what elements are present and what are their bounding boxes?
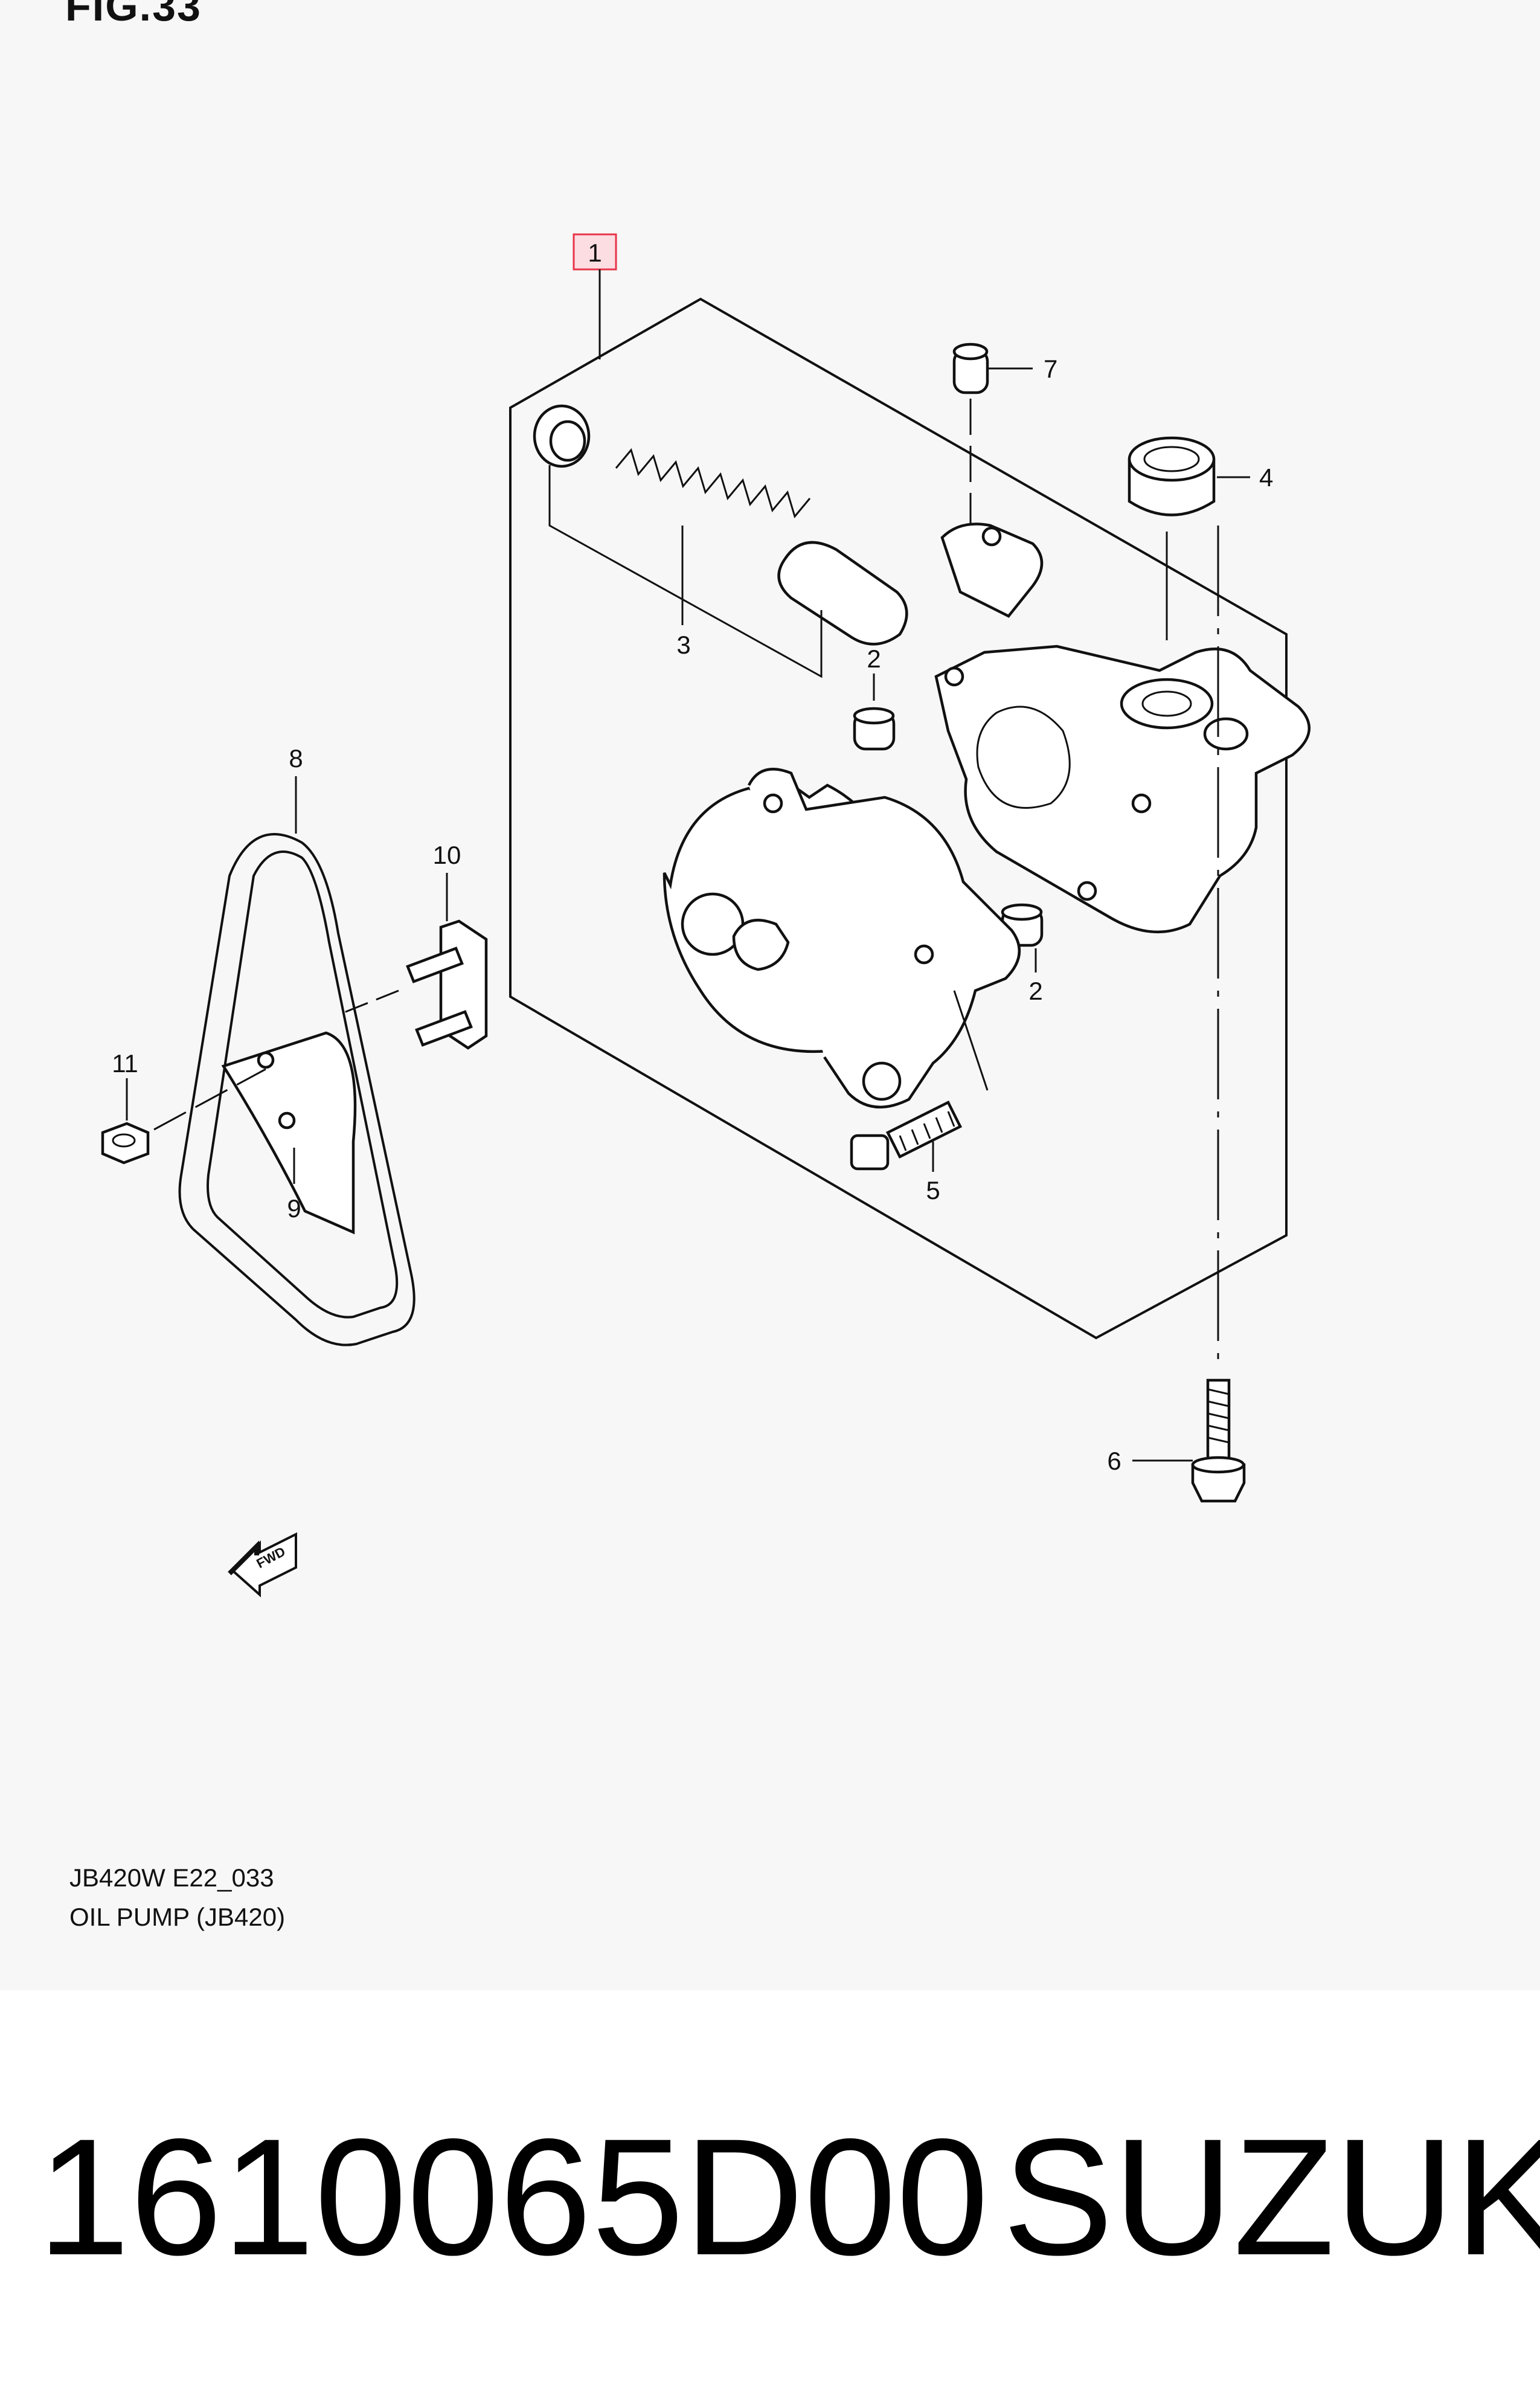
callout-6: 6: [1107, 1447, 1121, 1475]
relief-spring: [615, 448, 811, 519]
product-banner: [0, 1990, 1540, 2392]
callout-7: 7: [1044, 355, 1057, 383]
callout-1[interactable]: 1: [573, 233, 617, 271]
brand-name: SUZUKI: [1003, 2104, 1540, 2290]
oil-pump-housing: [934, 522, 1311, 934]
callout-9: 9: [287, 1194, 301, 1223]
callout-5: 4: [1259, 463, 1273, 492]
callout-10: 10: [433, 841, 461, 869]
callout-4: 5: [926, 1176, 940, 1204]
seal-ring-5: [1128, 436, 1216, 516]
nut-11: [101, 1122, 150, 1165]
exploded-parts-diagram: 1 3 7 4: [101, 233, 1311, 1598]
diagram-panel: FIG.33 1 3 7: [65, 0, 1311, 1931]
part-number: 1610065D00: [37, 2104, 989, 2290]
callout-2-upper: 2: [867, 645, 881, 673]
timing-chain-8: [178, 833, 415, 1346]
dowel-pin-7: [952, 342, 989, 394]
relief-plunger: [777, 541, 908, 646]
svg-text:1: 1: [588, 239, 602, 267]
callout-2-lower: 2: [1028, 977, 1042, 1005]
relief-valve-plug: [533, 404, 591, 468]
callout-11: 11: [112, 1049, 138, 1078]
oil-pump-sprocket: [663, 768, 1021, 1109]
dowel-pin-2-upper: [853, 707, 896, 751]
chain-tensioner-10: [406, 919, 488, 1050]
assembly-outline: [509, 297, 1288, 1340]
pump-bolt-4: [850, 1100, 963, 1171]
figure-title: FIG.33: [65, 0, 202, 30]
chain-guide-9: [221, 1031, 357, 1235]
callout-3: 3: [676, 631, 690, 659]
figure-code: JB420W E22_033: [69, 1863, 274, 1892]
callout-8: 8: [289, 744, 303, 773]
pump-bolt-6: [1191, 1378, 1246, 1503]
fwd-arrow-icon: FWD: [228, 1532, 297, 1598]
figure-name: OIL PUMP (JB420): [69, 1903, 286, 1931]
